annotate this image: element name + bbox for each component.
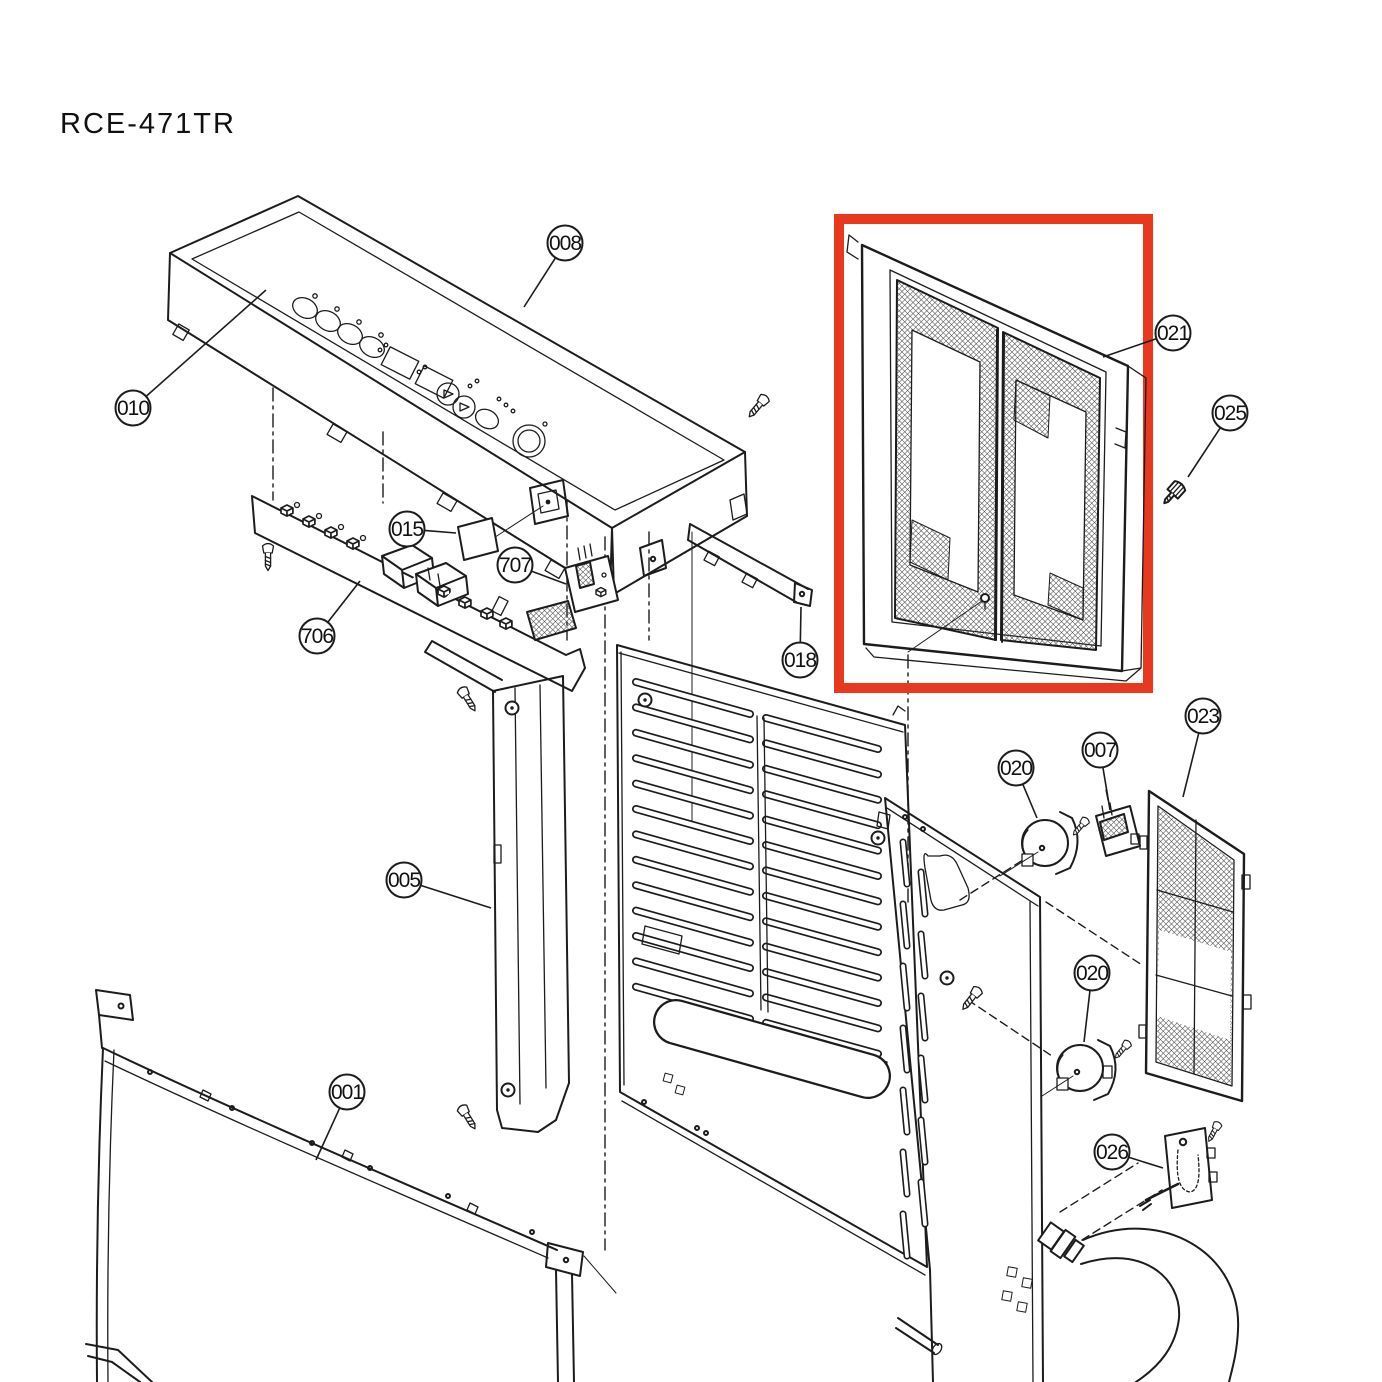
svg-text:707: 707: [499, 554, 531, 577]
callout-020: 020: [997, 749, 1038, 819]
svg-text:015: 015: [391, 518, 423, 541]
svg-text:020: 020: [1076, 962, 1108, 985]
power-cord: [1037, 1221, 1240, 1382]
callout-018: 018: [781, 606, 819, 679]
callout-005: 005: [385, 861, 492, 909]
svg-text:023: 023: [1187, 705, 1219, 728]
callout-023: 023: [1182, 697, 1222, 798]
part-005-bracket: [424, 640, 570, 1133]
callout-025: 025: [1187, 394, 1249, 478]
callout-707: 707: [496, 546, 567, 585]
part-control-panel: [167, 195, 748, 597]
part-front-panel: [85, 989, 584, 1382]
projection-lines: [272, 387, 909, 1251]
svg-text:018: 018: [784, 649, 816, 672]
part-display-pcb: [251, 495, 586, 692]
part-back-panel: [616, 644, 928, 1276]
callout-008: 008: [523, 224, 584, 308]
callout-001: 001: [315, 1073, 366, 1161]
callout-015: 015: [388, 510, 457, 548]
part-thermostat-upper: [999, 811, 1079, 877]
part-018-rail: [687, 523, 813, 607]
panel-buttons: [292, 293, 548, 458]
svg-text:010: 010: [117, 397, 149, 420]
part-007-switch: [1095, 789, 1141, 857]
part-025-thumbscrew: [1163, 480, 1187, 505]
part-026-clamp: [1139, 1127, 1218, 1211]
svg-text:008: 008: [549, 232, 581, 255]
part-side-panel: [884, 797, 1044, 1382]
svg-text:005: 005: [388, 869, 420, 892]
part-015-plate: [457, 517, 499, 561]
svg-text:026: 026: [1096, 1141, 1128, 1164]
callout-007: 007: [1081, 731, 1119, 811]
model-number: RCE-471TR: [60, 108, 236, 140]
alignment-lines: [959, 857, 1163, 1241]
svg-text:021: 021: [1157, 322, 1189, 345]
callout-010: 010: [114, 289, 267, 427]
highlight-box: [834, 214, 1153, 693]
part-filter-frame: [846, 234, 1147, 682]
part-rear-grille: [1138, 789, 1252, 1103]
svg-text:001: 001: [331, 1081, 363, 1104]
svg-text:007: 007: [1084, 739, 1116, 762]
part-707-board: [564, 543, 619, 613]
svg-text:020: 020: [1000, 757, 1032, 780]
callout-021: 021: [1102, 314, 1192, 358]
svg-text:025: 025: [1214, 402, 1246, 425]
svg-text:706: 706: [301, 625, 333, 648]
callout-026: 026: [1093, 1133, 1164, 1171]
part-thermostat-lower: [1041, 1039, 1117, 1101]
callout-020: 020: [1073, 954, 1111, 1043]
callout-706: 706: [298, 580, 361, 655]
